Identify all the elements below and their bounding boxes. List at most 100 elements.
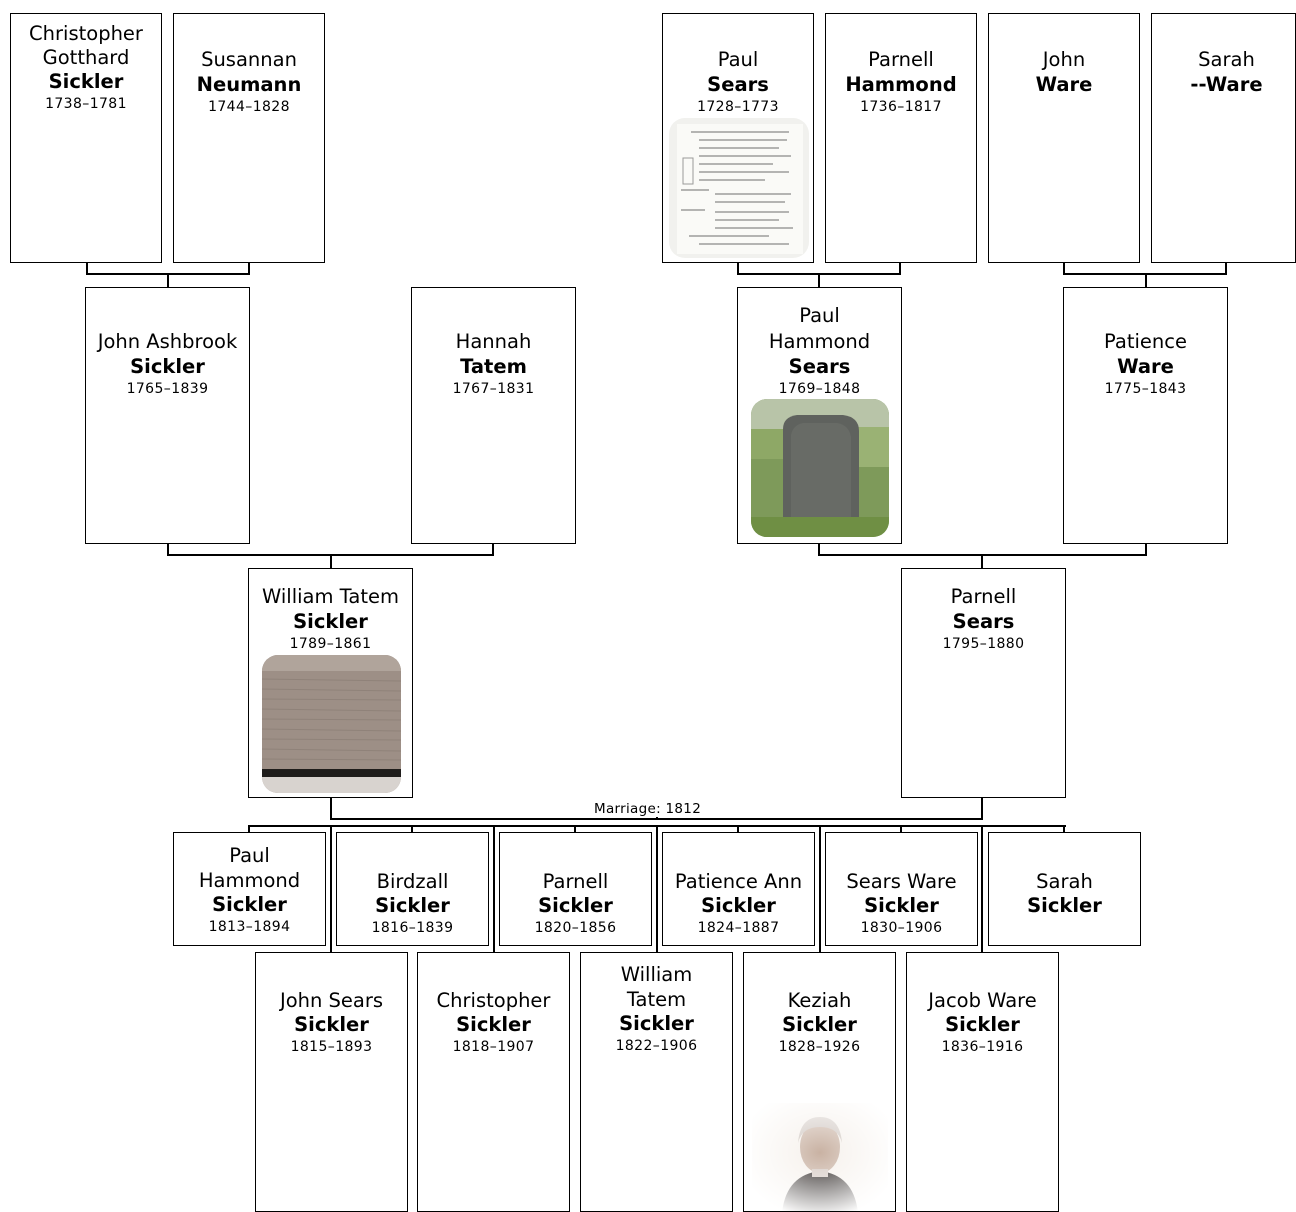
surname: Sickler (294, 1013, 369, 1036)
given-name: John Sears (279, 989, 384, 1012)
given-name: Parnell (868, 48, 934, 71)
surname: Sickler (48, 70, 124, 93)
surname: Sickler (130, 355, 205, 378)
surname: Sickler (538, 894, 613, 917)
connector (981, 554, 983, 569)
child-card-william-tatem-sickler[interactable]: William Tatem Sickler 1822–1906 (580, 952, 733, 1212)
connector (737, 262, 739, 274)
document-photo[interactable] (669, 118, 809, 258)
connector (981, 825, 983, 953)
given-name: Parnell (950, 585, 1017, 608)
headstone-image (262, 655, 401, 793)
connector (167, 273, 169, 288)
child-card-paul-hammond-sickler[interactable]: Paul Hammond Sickler 1813–1894 (173, 832, 326, 946)
surname: Tatem (460, 355, 527, 378)
given-name: Susannan (201, 48, 297, 71)
child-card-jacob-ware-sickler[interactable]: Jacob Ware Sickler 1836–1916 (906, 952, 1059, 1212)
connector (1145, 543, 1147, 555)
connector (899, 262, 901, 274)
life-dates: 1822–1906 (615, 1038, 698, 1054)
given-name: Jacob Ware (928, 989, 1037, 1012)
connector (330, 554, 332, 569)
connector (493, 825, 495, 953)
given-name: Christopher Gotthard (29, 22, 143, 69)
connector (981, 796, 983, 819)
connector (248, 825, 250, 833)
surname: Sickler (375, 894, 450, 917)
life-dates: 1744–1828 (208, 99, 290, 115)
surname: --Ware (1190, 73, 1263, 96)
given-name: Hannah (455, 330, 532, 353)
surname: Sickler (864, 894, 939, 917)
life-dates: 1775–1843 (1104, 381, 1187, 397)
life-dates: 1728–1773 (697, 99, 779, 115)
person-card-christopher-gotthard-sickler[interactable]: Christopher Gotthard Sickler 1738–1781 (10, 13, 162, 263)
given-name: Paul Hammond (768, 304, 871, 353)
child-card-christopher-sickler[interactable]: Christopher Sickler 1818–1907 (417, 952, 570, 1212)
given-name: William Tatem (620, 963, 693, 1011)
life-dates: 1795–1880 (942, 636, 1025, 652)
life-dates: 1830–1906 (860, 920, 943, 936)
connector (411, 825, 413, 833)
connector (1225, 262, 1227, 274)
child-card-parnell-sickler[interactable]: Parnell Sickler 1820–1856 (499, 832, 652, 946)
surname: Sickler (1027, 894, 1102, 917)
document-image (669, 118, 809, 258)
child-card-patience-ann-sickler[interactable]: Patience Ann Sickler 1824–1887 (662, 832, 815, 946)
portrait-photo[interactable] (752, 1103, 888, 1211)
child-card-sears-ware-sickler[interactable]: Sears Ware Sickler 1830–1906 (825, 832, 978, 946)
marriage-label: Marriage: 1812 (592, 801, 704, 817)
person-card-parnell-sears[interactable]: Parnell Sears 1795–1880 (901, 568, 1066, 798)
surname: Sickler (619, 1012, 694, 1035)
given-name: Patience (1104, 330, 1187, 353)
connector (86, 262, 88, 274)
life-dates: 1820–1856 (534, 920, 617, 936)
child-card-keziah-sickler[interactable]: Keziah Sickler 1828–1926 (743, 952, 896, 1212)
gravestone-photo[interactable] (751, 399, 889, 537)
person-card-john-ashbrook-sickler[interactable]: John Ashbrook Sickler 1765–1839 (85, 287, 250, 544)
person-card-susannan-neumann[interactable]: Susannan Neumann 1744–1828 (173, 13, 325, 263)
connector (330, 825, 332, 953)
life-dates: 1813–1894 (208, 919, 291, 935)
surname: Sickler (945, 1013, 1020, 1036)
person-card-patience-ware[interactable]: Patience Ware 1775–1843 (1063, 287, 1228, 544)
surname: Sickler (293, 610, 368, 633)
connector (818, 273, 820, 288)
surname: Sickler (782, 1013, 857, 1036)
person-card-william-tatem-sickler[interactable]: William Tatem Sickler 1789–1861 (248, 568, 413, 798)
life-dates: 1738–1781 (45, 96, 127, 112)
person-card-john-ware[interactable]: John Ware (988, 13, 1140, 263)
life-dates: 1818–1907 (452, 1039, 535, 1055)
given-name: Birdzall (376, 870, 449, 893)
surname: Ware (1117, 355, 1174, 378)
surname: Sears (788, 355, 851, 378)
child-card-john-sears-sickler[interactable]: John Sears Sickler 1815–1893 (255, 952, 408, 1212)
gravestone-image (751, 399, 889, 537)
given-name: Sarah (1198, 48, 1255, 71)
child-card-sarah-sickler[interactable]: Sarah Sickler (988, 832, 1141, 946)
life-dates: 1828–1926 (778, 1039, 861, 1055)
connector (492, 543, 494, 555)
surname: Ware (1035, 73, 1093, 96)
given-name: Paul (717, 48, 759, 71)
connector (737, 825, 739, 833)
life-dates: 1836–1916 (941, 1039, 1024, 1055)
connector (1063, 262, 1065, 274)
life-dates: 1816–1839 (371, 920, 454, 936)
connector (574, 825, 576, 833)
person-card-sarah-ware[interactable]: Sarah --Ware (1151, 13, 1296, 263)
connector (167, 543, 169, 555)
connector (819, 825, 821, 953)
person-card-parnell-hammond[interactable]: Parnell Hammond 1736–1817 (825, 13, 977, 263)
surname: Sears (952, 610, 1015, 633)
given-name: Patience Ann (674, 870, 803, 893)
headstone-photo[interactable] (262, 655, 401, 793)
connector (656, 825, 658, 953)
person-card-paul-sears[interactable]: Paul Sears 1728–1773 (662, 13, 814, 263)
given-name: John (1042, 48, 1086, 71)
person-card-hannah-tatem[interactable]: Hannah Tatem 1767–1831 (411, 287, 576, 544)
surname: Sears (707, 73, 769, 96)
life-dates: 1765–1839 (126, 381, 209, 397)
person-card-paul-hammond-sears[interactable]: Paul Hammond Sears 1769–1848 (737, 287, 902, 544)
child-card-birdzall-sickler[interactable]: Birdzall Sickler 1816–1839 (336, 832, 489, 946)
